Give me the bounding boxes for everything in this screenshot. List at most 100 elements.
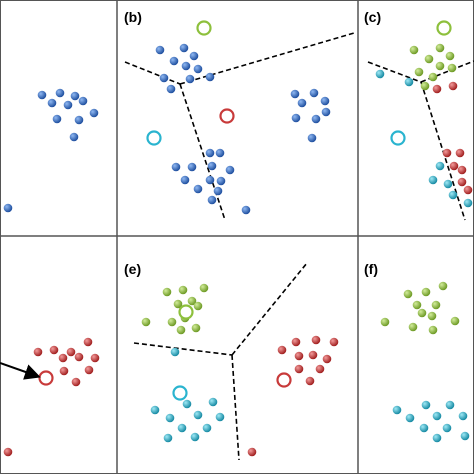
boundary-line-e-2: [231, 354, 240, 461]
data-point-cyan: [190, 432, 200, 442]
data-point-cyan: [463, 198, 473, 208]
data-point-red: [432, 84, 442, 94]
data-point-cyan: [150, 405, 160, 415]
data-point-green: [173, 299, 183, 309]
data-point-red: [71, 377, 81, 387]
data-point-green: [380, 317, 390, 327]
data-point-cyan: [421, 400, 431, 410]
data-point-green: [409, 45, 419, 55]
centroid-move-arrow: [0, 362, 41, 380]
data-point-blue: [311, 114, 321, 124]
data-point-green: [435, 43, 445, 53]
data-point-blue: [171, 162, 181, 172]
data-point-green: [427, 311, 437, 321]
data-point-cyan: [448, 190, 458, 200]
data-point-cyan: [170, 347, 180, 357]
data-point-blue: [297, 98, 307, 108]
boundary-line-e-1: [231, 262, 308, 356]
data-point-red: [3, 447, 13, 457]
data-point-green: [408, 322, 418, 332]
boundary-line-b-1: [179, 32, 355, 85]
data-point-red: [305, 376, 315, 386]
data-point-red: [308, 350, 318, 360]
data-point-green: [438, 281, 448, 291]
data-point-cyan: [215, 412, 225, 422]
panel-label-f: (f): [364, 261, 378, 277]
data-point-green: [412, 300, 422, 310]
data-point-green: [199, 283, 209, 293]
data-point-red: [457, 165, 467, 175]
data-point-red: [329, 337, 339, 347]
boundary-line-b-0: [124, 61, 181, 85]
data-point-blue: [69, 132, 79, 142]
centroid-green: [436, 20, 452, 36]
data-point-blue: [320, 96, 330, 106]
data-point-blue: [241, 205, 251, 215]
centroid-cyan: [172, 385, 188, 401]
data-point-red: [463, 185, 473, 195]
data-point-cyan: [435, 161, 445, 171]
data-point-red: [291, 337, 301, 347]
data-point-green: [193, 301, 203, 311]
data-point-red: [449, 161, 459, 171]
data-point-red: [49, 345, 59, 355]
data-point-blue: [47, 98, 57, 108]
data-point-cyan: [432, 433, 442, 443]
panel-label-c: (c): [364, 9, 381, 25]
data-point-red: [315, 364, 325, 374]
data-point-cyan: [445, 400, 455, 410]
data-point-green: [403, 289, 413, 299]
data-point-green: [176, 325, 186, 335]
data-point-green: [141, 317, 151, 327]
data-point-cyan: [405, 413, 415, 423]
data-point-red: [455, 148, 465, 158]
data-point-green: [428, 72, 438, 82]
centroid-red: [219, 108, 235, 124]
data-point-green: [167, 317, 177, 327]
boundary-line-c-1: [420, 60, 474, 83]
data-point-blue: [169, 56, 179, 66]
data-point-blue: [180, 175, 190, 185]
data-point-blue: [216, 176, 226, 186]
data-point-blue: [309, 88, 319, 98]
data-point-blue: [63, 100, 73, 110]
centroid-cyan: [146, 130, 162, 146]
centroid-red: [38, 370, 54, 386]
data-point-blue: [185, 74, 195, 84]
centroid-green: [196, 20, 212, 36]
data-point-cyan: [442, 423, 452, 433]
data-point-blue: [307, 133, 317, 143]
data-point-green: [421, 287, 431, 297]
data-point-red: [457, 177, 467, 187]
data-point-green: [445, 51, 455, 61]
data-point-red: [322, 354, 332, 364]
data-point-red: [277, 345, 287, 355]
data-point-cyan: [182, 399, 192, 409]
boundary-line-c-0: [367, 61, 422, 83]
data-point-red: [74, 352, 84, 362]
data-point-red: [83, 337, 93, 347]
boundary-line-c-2: [420, 81, 466, 221]
data-point-red: [247, 447, 257, 457]
arrows: [0, 362, 41, 380]
data-point-blue: [207, 195, 217, 205]
centroids: [38, 20, 452, 401]
data-point-green: [435, 61, 445, 71]
data-point-cyan: [208, 397, 218, 407]
data-point-cyan: [432, 411, 442, 421]
data-point-cyan: [177, 423, 187, 433]
data-point-green: [424, 54, 434, 64]
data-point-blue: [155, 45, 165, 55]
data-point-blue: [207, 161, 217, 171]
data-point-blue: [291, 113, 301, 123]
data-point-cyan: [458, 411, 468, 421]
panel-label-b: (b): [124, 9, 142, 25]
data-point-blue: [159, 73, 169, 83]
data-point-green: [187, 296, 197, 306]
data-point-blue: [189, 51, 199, 61]
data-point-blue: [37, 90, 47, 100]
boundary-line-e-0: [133, 342, 233, 356]
data-point-green: [428, 325, 438, 335]
data-point-red: [442, 148, 452, 158]
